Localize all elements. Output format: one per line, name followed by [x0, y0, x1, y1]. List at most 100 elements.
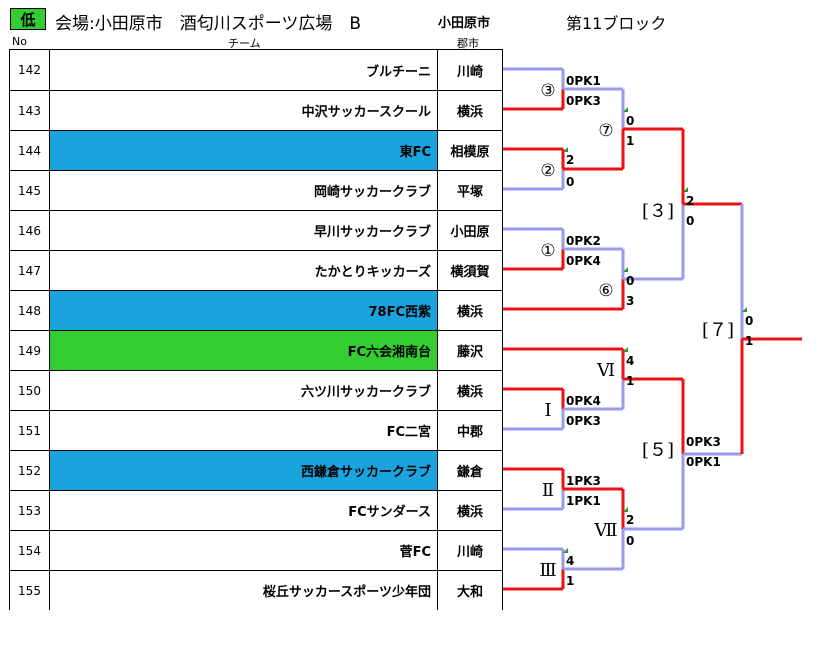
- team-number: 148: [10, 291, 50, 330]
- team-name: 78FC西紫: [50, 291, 438, 330]
- match-score-bottom: 1: [566, 574, 574, 588]
- team-city: 藤沢: [438, 331, 502, 370]
- column-header-city: 郡市: [457, 37, 479, 50]
- match-score-top: 2: [566, 153, 574, 167]
- match-label: [７]: [702, 320, 734, 341]
- match-score-bottom: 0: [626, 534, 634, 548]
- match-score-top: 1PK3: [566, 474, 601, 488]
- team-city: 中郡: [438, 411, 502, 450]
- winner-flag-icon: [742, 307, 747, 312]
- match-score-top: 0: [626, 114, 634, 128]
- team-city: 小田原: [438, 211, 502, 250]
- team-number: 151: [10, 411, 50, 450]
- team-city: 平塚: [438, 171, 502, 210]
- match-score-top: 4: [566, 554, 574, 568]
- team-city: 横浜: [438, 491, 502, 530]
- match-label: [５]: [642, 440, 674, 461]
- winner-flag-icon: [563, 147, 568, 152]
- team-name: 六ツ川サッカークラブ: [50, 371, 438, 410]
- city-title: 小田原市: [438, 16, 491, 31]
- match-label: ②: [540, 161, 555, 181]
- match-label: ⑦: [598, 121, 613, 141]
- team-name: ブルチーニ: [50, 50, 438, 90]
- match-score-top: 0: [745, 314, 753, 328]
- match-score-bottom: 0: [566, 175, 574, 189]
- match-score-top: 0: [626, 274, 634, 288]
- match-label: [３]: [642, 201, 674, 222]
- match-score-bottom: 0PK3: [566, 414, 601, 428]
- team-number: 149: [10, 331, 50, 370]
- level-badge: 低: [10, 8, 46, 30]
- match-score-top: 2: [626, 513, 634, 527]
- match-label: ⑥: [598, 281, 613, 301]
- match-score-bottom: 0: [686, 214, 694, 228]
- team-number: 153: [10, 491, 50, 530]
- venue-title: 会場:小田原市 酒匂川スポーツ広場 B: [55, 14, 362, 34]
- match-label: ③: [540, 81, 555, 101]
- match-score-top: 0PK1: [566, 74, 601, 88]
- winner-flag-icon: [623, 507, 628, 512]
- team-number: 150: [10, 371, 50, 410]
- match-score-bottom: 1: [626, 134, 634, 148]
- team-number: 152: [10, 451, 50, 490]
- match-score-top: 4: [626, 354, 634, 368]
- match-label: Ⅱ: [542, 480, 554, 501]
- match-score-top: 0PK3: [686, 435, 721, 449]
- match-label: Ⅲ: [539, 560, 556, 581]
- block-title: 第11ブロック: [566, 14, 667, 33]
- team-city: 鎌倉: [438, 451, 502, 490]
- team-number: 154: [10, 531, 50, 570]
- team-number: 143: [10, 91, 50, 130]
- column-header-team: チーム: [228, 37, 261, 50]
- team-name: FC六会湘南台: [50, 331, 438, 370]
- match-label: Ⅶ: [593, 520, 617, 541]
- team-number: 155: [10, 571, 50, 610]
- match-score-top: 0PK4: [566, 394, 601, 408]
- team-city: 横浜: [438, 91, 502, 130]
- team-number: 145: [10, 171, 50, 210]
- team-city: 横浜: [438, 371, 502, 410]
- match-score-bottom: 3: [626, 294, 634, 308]
- team-name: FC二宮: [50, 411, 438, 450]
- team-city: 横浜: [438, 291, 502, 330]
- team-city: 相模原: [438, 131, 502, 170]
- winner-flag-icon: [623, 347, 628, 352]
- team-name: 早川サッカークラブ: [50, 211, 438, 250]
- match-score-top: 2: [686, 194, 694, 208]
- winner-flag-icon: [563, 548, 568, 553]
- team-name: 桜丘サッカースポーツ少年団: [50, 571, 438, 610]
- match-score-bottom: 1: [626, 374, 634, 388]
- team-city: 川崎: [438, 50, 502, 90]
- match-score-bottom: 0PK3: [566, 94, 601, 108]
- match-score-top: 0PK2: [566, 234, 601, 248]
- winner-flag-icon: [623, 107, 628, 112]
- match-score-bottom: 1PK1: [566, 494, 601, 508]
- match-label: Ⅵ: [596, 360, 615, 381]
- match-score-bottom: 0PK4: [566, 254, 601, 268]
- team-name: 中沢サッカースクール: [50, 91, 438, 130]
- team-city: 川崎: [438, 531, 502, 570]
- team-name: 西鎌倉サッカークラブ: [50, 451, 438, 490]
- team-number: 147: [10, 251, 50, 290]
- winner-flag-icon: [623, 267, 628, 272]
- team-name: 岡崎サッカークラブ: [50, 171, 438, 210]
- team-city: 横須賀: [438, 251, 502, 290]
- match-label: Ⅰ: [544, 400, 551, 421]
- winner-flag-icon: [683, 187, 688, 192]
- team-name: 東FC: [50, 131, 438, 170]
- match-score-bottom: 0PK1: [686, 455, 721, 469]
- team-number: 142: [10, 50, 50, 90]
- team-name: 菅FC: [50, 531, 438, 570]
